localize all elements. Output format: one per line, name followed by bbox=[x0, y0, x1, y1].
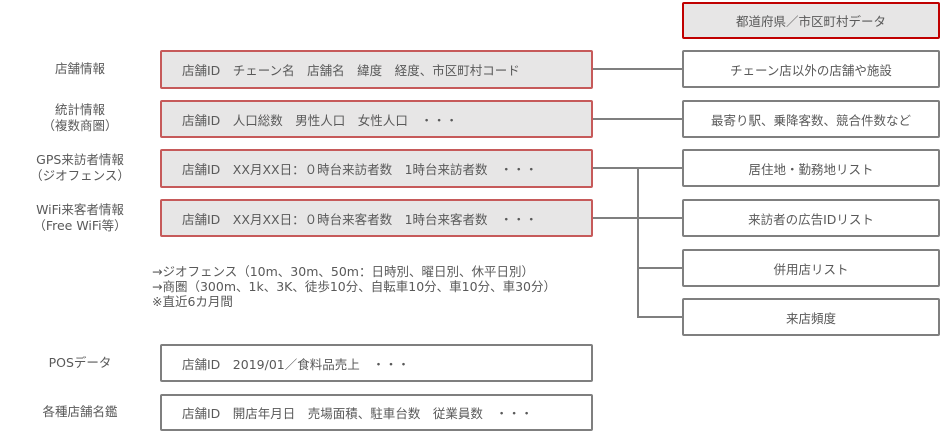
label-line: 店舗情報 bbox=[54, 61, 105, 76]
data-box-text: 店舗ID XX月XX日：０時台来訪者数 1時台来訪者数 ・・・ bbox=[182, 162, 538, 177]
data-box-pos: 店舗ID 2019/01／食料品売上 ・・・ bbox=[160, 344, 593, 382]
label-line: 統計情報 bbox=[54, 102, 105, 117]
data-box-store-info: 店舗ID チェーン名 店舗名 緯度 経度、市区町村コード bbox=[160, 50, 593, 89]
label-line: WiFi来客者情報 bbox=[36, 202, 124, 217]
label-wifi-visitors: WiFi来客者情報 （Free WiFi等） bbox=[25, 202, 135, 234]
right-box-text: チェーン店以外の店舗や施設 bbox=[730, 62, 892, 78]
right-box-combined-stores: 併用店リスト bbox=[682, 249, 940, 287]
data-box-directory: 店舗ID 開店年月日 売場面積、駐車台数 従業員数 ・・・ bbox=[160, 394, 593, 431]
right-box-text: 最寄り駅、乗降客数、競合件数など bbox=[710, 112, 911, 128]
label-pos-data: POSデータ bbox=[30, 355, 130, 371]
right-box-nearest-station: 最寄り駅、乗降客数、競合件数など bbox=[682, 100, 940, 138]
label-line: 各種店舗名鑑 bbox=[42, 404, 118, 419]
notes-block: →ジオフェンス（10m、30m、50m：日時別、曜日別、休平日別） →商圏（30… bbox=[152, 264, 556, 309]
header-prefecture-city-data: 都道府県／市区町村データ bbox=[682, 2, 940, 39]
right-box-residence-workplace: 居住地・勤務地リスト bbox=[682, 149, 940, 187]
right-box-text: 居住地・勤務地リスト bbox=[748, 161, 874, 177]
label-line: GPS来訪者情報 bbox=[36, 152, 124, 167]
data-box-text: 店舗ID チェーン名 店舗名 緯度 経度、市区町村コード bbox=[182, 63, 520, 78]
data-box-text: 店舗ID XX月XX日：０時台来客者数 1時台来客者数 ・・・ bbox=[182, 211, 538, 227]
data-box-gps: 店舗ID XX月XX日：０時台来訪者数 1時台来訪者数 ・・・ bbox=[160, 149, 593, 188]
right-box-text: 来訪者の広告IDリスト bbox=[748, 211, 874, 227]
connector-trunk bbox=[637, 167, 639, 318]
header-text: 都道府県／市区町村データ bbox=[735, 14, 886, 29]
right-box-ad-id-list: 来訪者の広告IDリスト bbox=[682, 199, 940, 237]
data-box-wifi: 店舗ID XX月XX日：０時台来客者数 1時台来客者数 ・・・ bbox=[160, 199, 593, 237]
connector-visit-frequency bbox=[637, 316, 682, 318]
label-line: （ジオフェンス） bbox=[30, 168, 130, 183]
label-store-info: 店舗情報 bbox=[30, 61, 130, 77]
connector-statistics bbox=[593, 118, 682, 120]
note-period: ※直近6カ月間 bbox=[152, 294, 233, 309]
label-gps-visitors: GPS来訪者情報 （ジオフェンス） bbox=[25, 152, 135, 184]
label-statistics: 統計情報 （複数商圏） bbox=[30, 102, 130, 134]
data-box-text: 店舗ID 2019/01／食料品売上 ・・・ bbox=[182, 356, 410, 372]
label-line: （Free WiFi等） bbox=[33, 218, 127, 233]
note-trade-area: →商圏（300m、1k、3K、徒歩10分、自転車10分、車10分、車30分） bbox=[152, 279, 556, 294]
label-line: POSデータ bbox=[48, 355, 112, 370]
right-box-text: 併用店リスト bbox=[773, 261, 849, 277]
right-box-text: 来店頻度 bbox=[785, 310, 836, 326]
data-box-statistics: 店舗ID 人口総数 男性人口 女性人口 ・・・ bbox=[160, 100, 593, 138]
label-line: （複数商圏） bbox=[42, 118, 118, 133]
connector-combined-stores bbox=[637, 267, 682, 269]
right-box-visit-frequency: 来店頻度 bbox=[682, 298, 940, 336]
connector-store-info bbox=[593, 68, 682, 70]
right-box-non-chain-facilities: チェーン店以外の店舗や施設 bbox=[682, 50, 940, 88]
label-store-directory: 各種店舗名鑑 bbox=[30, 404, 130, 420]
note-geofence: →ジオフェンス（10m、30m、50m：日時別、曜日別、休平日別） bbox=[152, 264, 534, 279]
data-box-text: 店舗ID 開店年月日 売場面積、駐車台数 従業員数 ・・・ bbox=[182, 406, 533, 421]
data-box-text: 店舗ID 人口総数 男性人口 女性人口 ・・・ bbox=[182, 112, 458, 128]
